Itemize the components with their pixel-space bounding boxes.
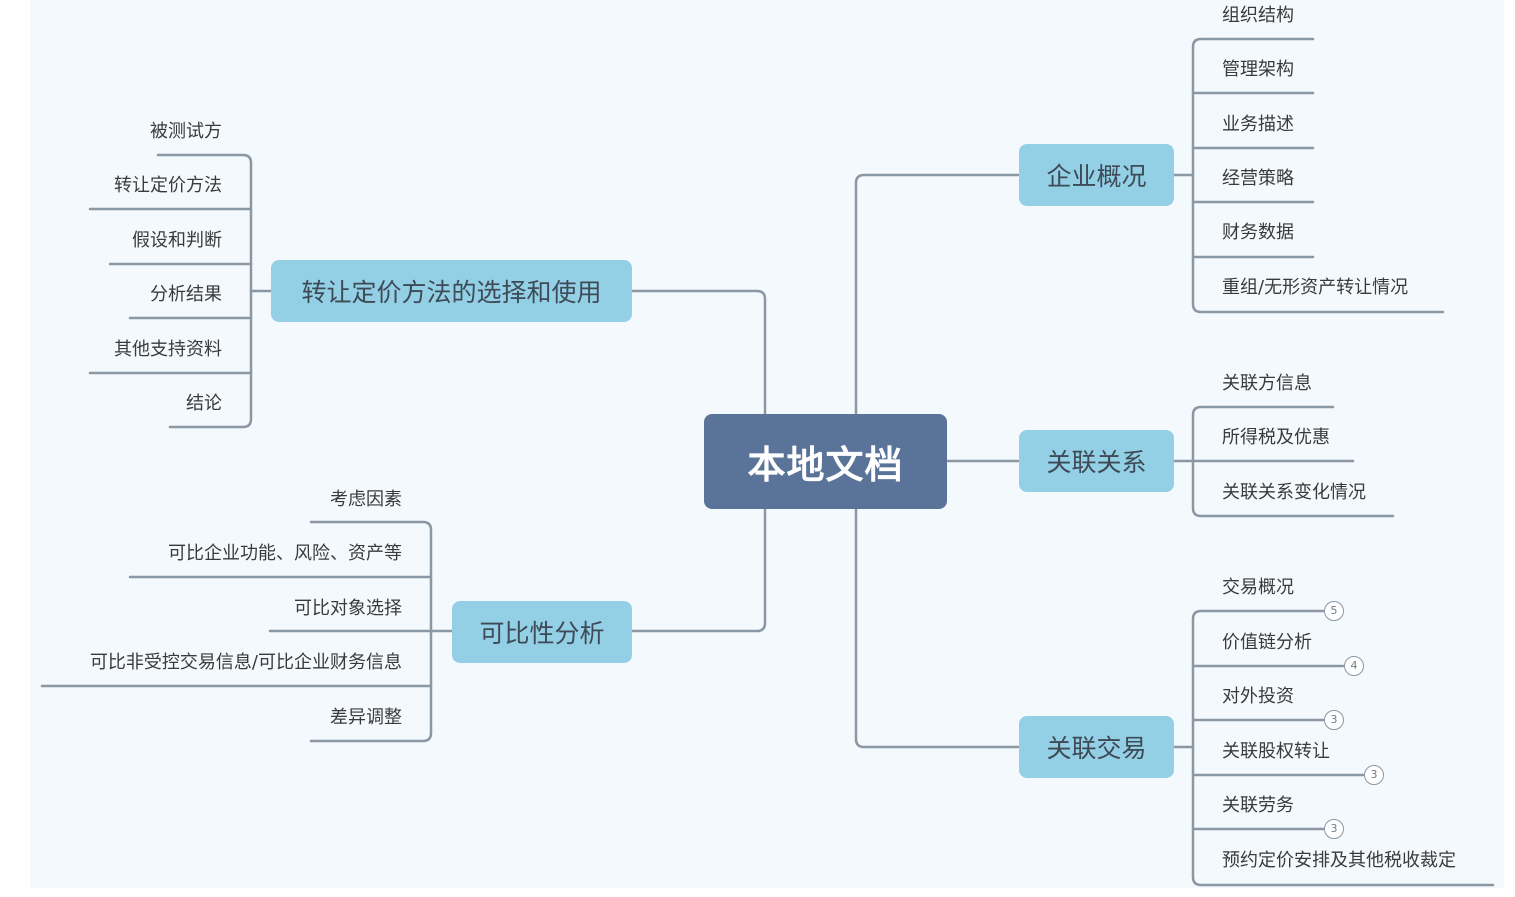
leaf-transaction-overview[interactable]: 交易概况 bbox=[1222, 577, 1294, 598]
leaf-outbound-investment[interactable]: 对外投资 bbox=[1222, 686, 1294, 707]
leaf-restructuring-intangibles[interactable]: 重组/无形资产转让情况 bbox=[1222, 277, 1409, 298]
leaf-related-party-info[interactable]: 关联方信息 bbox=[1222, 373, 1312, 394]
leaf-assumptions-judgments[interactable]: 假设和判断 bbox=[132, 230, 222, 251]
leaf-income-tax-incentives[interactable]: 所得税及优惠 bbox=[1222, 427, 1330, 448]
leaf-comparable-functions-risks-assets[interactable]: 可比企业功能、风险、资产等 bbox=[168, 543, 402, 564]
leaf-business-strategy[interactable]: 经营策略 bbox=[1222, 168, 1294, 189]
leaf-other-supporting-materials[interactable]: 其他支持资料 bbox=[114, 339, 222, 360]
branch-transfer-pricing-method[interactable]: 转让定价方法的选择和使用 bbox=[271, 260, 632, 322]
leaf-value-chain-analysis[interactable]: 价值链分析 bbox=[1222, 632, 1312, 653]
leaf-considerations[interactable]: 考虑因素 bbox=[330, 489, 402, 510]
leaf-analysis-results[interactable]: 分析结果 bbox=[150, 284, 222, 305]
leaf-org-structure[interactable]: 组织结构 bbox=[1222, 5, 1294, 26]
leaf-tested-party[interactable]: 被测试方 bbox=[150, 121, 222, 142]
branch-enterprise-overview[interactable]: 企业概况 bbox=[1019, 144, 1174, 206]
collapse-count-badge[interactable]: 5 bbox=[1324, 601, 1344, 621]
leaf-tp-method[interactable]: 转让定价方法 bbox=[114, 175, 222, 196]
leaf-business-description[interactable]: 业务描述 bbox=[1222, 114, 1294, 135]
branch-comparability-analysis[interactable]: 可比性分析 bbox=[452, 601, 632, 663]
collapse-count-badge[interactable]: 3 bbox=[1324, 819, 1344, 839]
branch-related-transactions[interactable]: 关联交易 bbox=[1019, 716, 1174, 778]
leaf-difference-adjustment[interactable]: 差异调整 bbox=[330, 707, 402, 728]
leaf-cut-financial-info[interactable]: 可比非受控交易信息/可比企业财务信息 bbox=[89, 652, 402, 673]
leaf-financial-data[interactable]: 财务数据 bbox=[1222, 222, 1294, 243]
branch-related-relations[interactable]: 关联关系 bbox=[1019, 430, 1174, 492]
leaf-apa-tax-rulings[interactable]: 预约定价安排及其他税收裁定 bbox=[1222, 850, 1456, 871]
leaf-related-services[interactable]: 关联劳务 bbox=[1222, 795, 1294, 816]
leaf-relation-changes[interactable]: 关联关系变化情况 bbox=[1222, 482, 1366, 503]
collapse-count-badge[interactable]: 4 bbox=[1344, 656, 1364, 676]
collapse-count-badge[interactable]: 3 bbox=[1364, 765, 1384, 785]
leaf-comparable-selection[interactable]: 可比对象选择 bbox=[294, 598, 402, 619]
root-node[interactable]: 本地文档 bbox=[704, 414, 947, 509]
leaf-conclusion[interactable]: 结论 bbox=[186, 393, 222, 414]
collapse-count-badge[interactable]: 3 bbox=[1324, 710, 1344, 730]
leaf-equity-transfer[interactable]: 关联股权转让 bbox=[1222, 741, 1330, 762]
leaf-management-structure[interactable]: 管理架构 bbox=[1222, 59, 1294, 80]
